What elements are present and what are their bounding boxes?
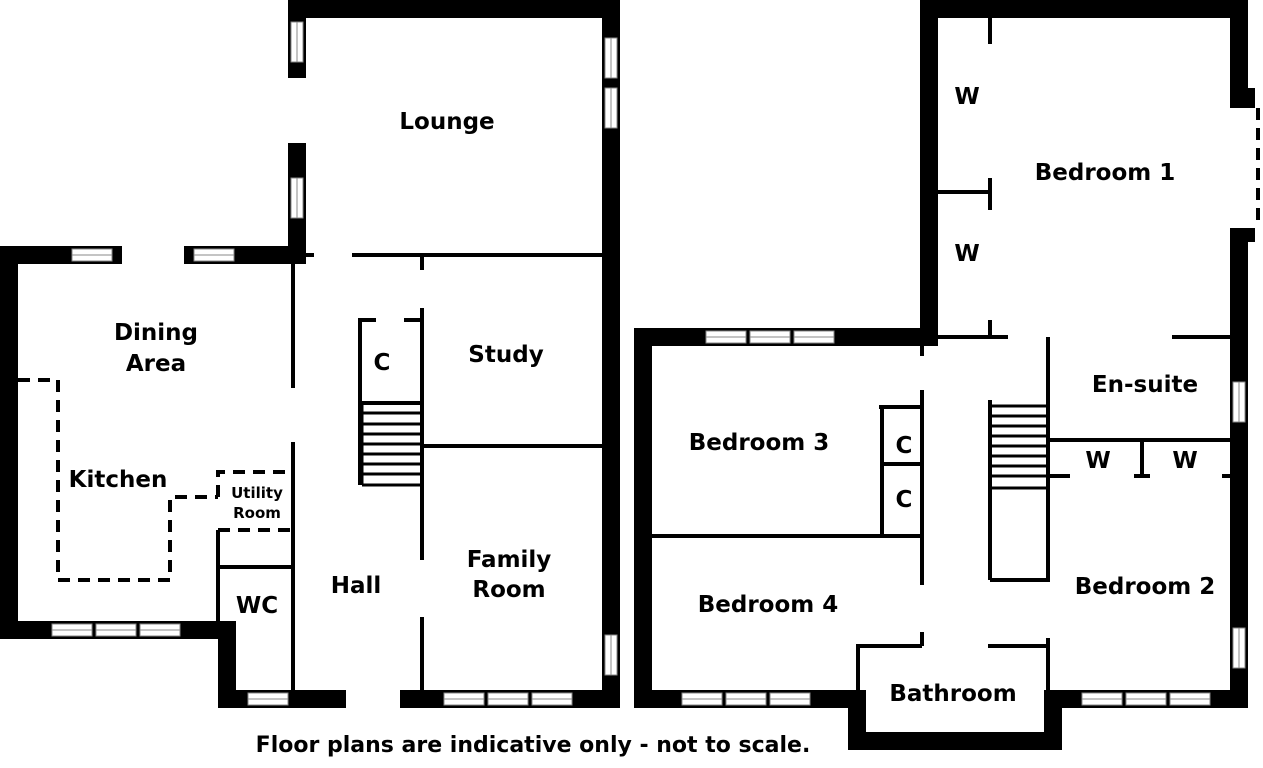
utility-room-label-line2: Room <box>233 504 281 522</box>
kitchen-label: Kitchen <box>69 467 168 493</box>
first-floor-plan: Bedroom 1 W W En-suite W W Bedroom 3 C C… <box>634 0 1260 750</box>
study-label: Study <box>468 342 543 368</box>
cupboard-label: C <box>374 350 391 376</box>
wc-label: WC <box>236 593 278 619</box>
staircase-first <box>990 404 1048 490</box>
bedroom-1-label: Bedroom 1 <box>1035 160 1176 186</box>
bedroom-3-label: Bedroom 3 <box>689 430 830 456</box>
disclaimer-note: Floor plans are indicative only - not to… <box>255 733 811 758</box>
staircase-ground <box>360 403 422 487</box>
utility-room-label-line1: Utility <box>231 484 283 502</box>
bedroom-4-label: Bedroom 4 <box>698 592 839 618</box>
wardrobe-label-d: W <box>1172 448 1197 474</box>
cupboard-label-a: C <box>896 433 913 459</box>
cupboard-label-b: C <box>896 487 913 513</box>
en-suite-label: En-suite <box>1092 372 1198 398</box>
family-room-label-line1: Family <box>467 547 552 573</box>
wardrobe-label-a: W <box>954 84 979 110</box>
bathroom-label: Bathroom <box>889 681 1016 707</box>
dining-area-label-line2: Area <box>126 351 186 377</box>
dining-area-label-line1: Dining <box>114 320 198 346</box>
hall-label: Hall <box>331 573 382 599</box>
bedroom-2-label: Bedroom 2 <box>1075 574 1216 600</box>
wardrobe-label-b: W <box>954 241 979 267</box>
lounge-label: Lounge <box>399 109 494 135</box>
family-room-label-line2: Room <box>472 577 545 603</box>
wardrobe-label-c: W <box>1085 448 1110 474</box>
ground-floor-plan: Lounge Dining Area Kitchen Utility Room … <box>0 0 620 708</box>
